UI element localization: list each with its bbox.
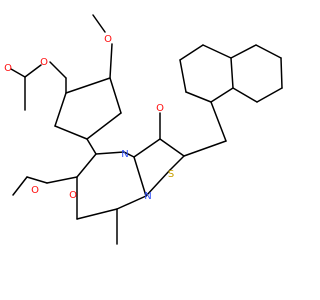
oxygen-atom: O	[40, 57, 48, 68]
bond	[86, 112, 122, 140]
oxygen-atom: O	[4, 63, 12, 74]
bond	[133, 138, 161, 158]
bond	[133, 156, 147, 197]
bond	[210, 101, 227, 142]
molecule-structure: O O O O O O N N S	[4, 14, 283, 245]
bond	[232, 87, 258, 103]
bond	[76, 208, 118, 220]
bond	[123, 151, 135, 158]
bond	[116, 195, 147, 210]
bond	[169, 155, 185, 171]
bond	[179, 44, 204, 61]
molecule-diagram: O O O O O O N N S	[4, 14, 283, 245]
bond	[179, 59, 187, 93]
bond	[185, 91, 212, 103]
bond	[49, 61, 67, 79]
bond	[12, 176, 28, 196]
bond	[86, 138, 97, 155]
nitrogen-atom: N	[121, 149, 128, 160]
bond	[92, 14, 106, 33]
bond	[145, 169, 171, 197]
bonds	[10, 14, 283, 245]
bond	[109, 77, 122, 114]
bond	[210, 87, 234, 103]
atom-labels: O O O O O O N N S	[4, 34, 174, 202]
bond	[76, 153, 97, 178]
bond	[95, 151, 125, 155]
oxygen-atom: O	[69, 190, 77, 201]
bond	[230, 57, 234, 89]
bond	[65, 77, 111, 94]
bond	[280, 57, 283, 89]
bond	[54, 92, 67, 127]
oxygen-atom: O	[156, 103, 164, 114]
bond	[109, 43, 113, 79]
oxygen-atom: O	[104, 34, 112, 45]
bond	[255, 44, 282, 59]
bond	[10, 68, 26, 78]
oxygen-atom: O	[31, 185, 39, 196]
bond	[230, 44, 257, 59]
bond	[183, 140, 227, 157]
bond	[202, 44, 232, 59]
nitrogen-atom: N	[144, 191, 151, 202]
sulfur-atom: S	[168, 169, 174, 180]
bond	[159, 138, 185, 157]
bond	[54, 125, 88, 140]
bond	[256, 87, 283, 103]
bond	[46, 176, 78, 184]
bond	[24, 64, 42, 78]
bond	[26, 176, 48, 184]
